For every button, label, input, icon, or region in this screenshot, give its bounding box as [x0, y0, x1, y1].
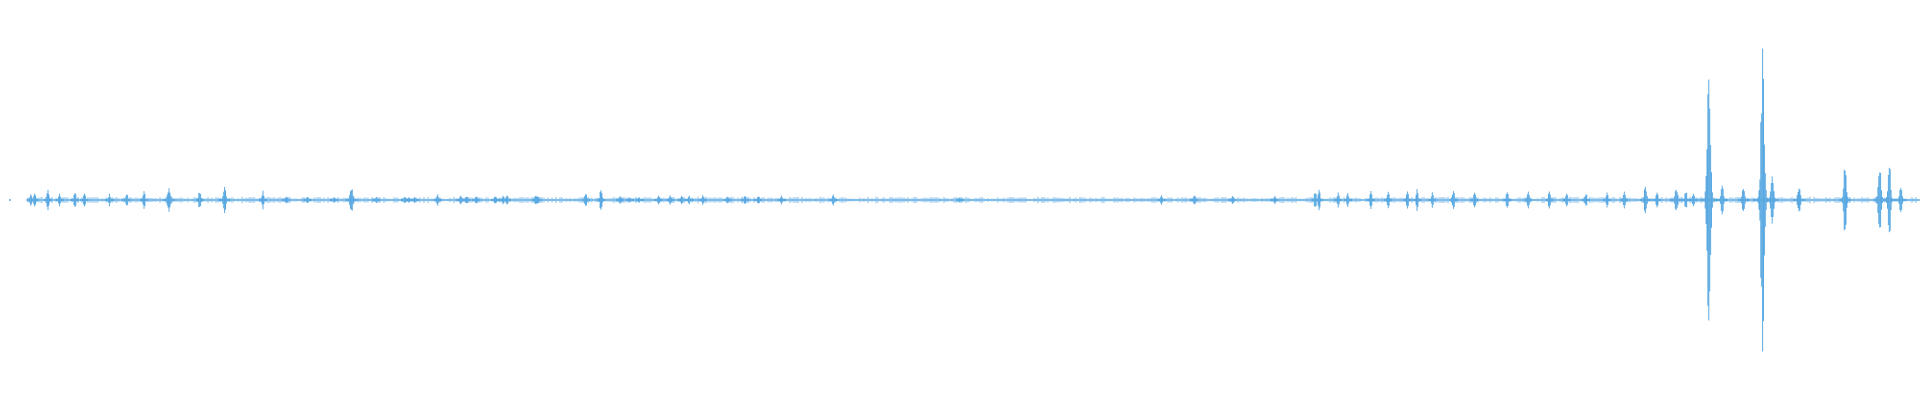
waveform-viewer [0, 0, 1920, 400]
audio-waveform[interactable] [0, 0, 1920, 400]
